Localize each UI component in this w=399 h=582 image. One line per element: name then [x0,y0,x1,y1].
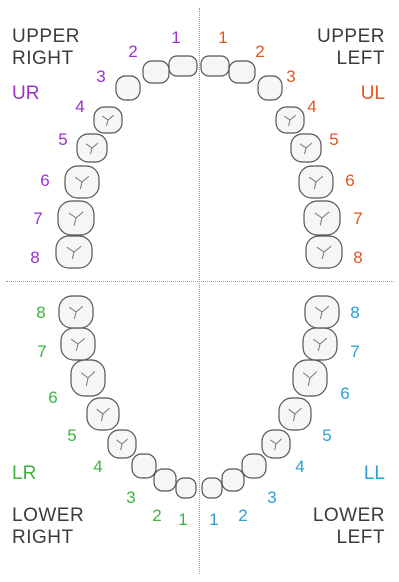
tooth-ul-7 [304,201,340,235]
tooth-lr-7 [61,328,95,360]
tooth-lr-5 [87,398,119,430]
tooth-ur-5 [77,134,107,162]
tooth-ur-4 [94,107,122,133]
tooth-lr-2 [154,469,176,491]
tooth-ll-8 [305,296,339,328]
tooth-ll-7 [303,328,337,360]
tooth-ur-6 [65,166,99,198]
lower-right-title-line2: RIGHT [12,527,84,549]
tooth-number-lr-5: 5 [62,427,82,444]
tooth-number-ll-6: 6 [335,385,355,402]
tooth-ll-4 [262,430,290,458]
upper-right-title: UPPER RIGHT [12,26,80,70]
tooth-number-ur-3: 3 [91,68,111,85]
lower-left-abbr: LL [364,463,385,485]
tooth-lr-4 [108,430,136,458]
lower-right-title: LOWER RIGHT [12,505,84,549]
tooth-number-ul-6: 6 [340,172,360,189]
tooth-number-lr-3: 3 [121,489,141,506]
tooth-number-ul-8: 8 [348,249,368,266]
tooth-lr-6 [71,360,105,396]
tooth-number-ll-7: 7 [345,343,365,360]
tooth-ll-1 [202,478,222,498]
upper-left-title: UPPER LEFT [317,26,385,70]
tooth-number-lr-8: 8 [31,304,51,321]
tooth-number-lr-7: 7 [32,343,52,360]
tooth-ll-6 [293,360,327,396]
tooth-number-ll-8: 8 [345,304,365,321]
tooth-ll-2 [222,469,244,491]
tooth-ul-3 [258,76,282,100]
tooth-ur-2 [143,61,169,83]
tooth-ur-1 [169,56,197,76]
tooth-ul-1 [201,56,229,76]
tooth-ul-5 [291,134,321,162]
lower-right-title-line1: LOWER [12,505,84,527]
tooth-number-ur-8: 8 [25,249,45,266]
tooth-number-ur-2: 2 [123,43,143,60]
tooth-number-ll-3: 3 [262,489,282,506]
upper-right-abbr: UR [12,83,39,105]
lower-left-title-line1: LOWER [313,505,385,527]
tooth-number-ur-1: 1 [166,29,186,46]
lower-left-title: LOWER LEFT [313,505,385,549]
tooth-ur-8 [56,236,92,268]
tooth-ul-4 [276,107,304,133]
tooth-number-ul-3: 3 [281,68,301,85]
tooth-number-ur-7: 7 [28,210,48,227]
upper-right-title-line1: UPPER [12,26,80,48]
tooth-number-lr-2: 2 [147,507,167,524]
tooth-number-ur-4: 4 [70,98,90,115]
tooth-lr-3 [132,454,156,478]
upper-right-title-line2: RIGHT [12,48,80,70]
tooth-number-ul-2: 2 [250,43,270,60]
tooth-number-ur-5: 5 [53,131,73,148]
tooth-number-ul-4: 4 [302,98,322,115]
lower-right-abbr: LR [12,463,36,485]
tooth-number-ul-5: 5 [324,131,344,148]
tooth-lr-8 [59,296,93,328]
tooth-number-ll-4: 4 [290,458,310,475]
tooth-number-lr-4: 4 [88,458,108,475]
lower-left-title-line2: LEFT [313,527,385,549]
upper-left-abbr: UL [361,83,385,105]
tooth-ll-5 [279,398,311,430]
tooth-ul-2 [229,61,255,83]
tooth-ur-7 [58,201,94,235]
upper-left-title-line2: LEFT [317,48,385,70]
tooth-number-ul-7: 7 [348,210,368,227]
tooth-number-ll-2: 2 [233,507,253,524]
tooth-ll-3 [242,454,266,478]
tooth-number-ll-1: 1 [204,511,224,528]
tooth-ul-6 [299,166,333,198]
tooth-ur-3 [116,76,140,100]
tooth-number-lr-6: 6 [43,389,63,406]
tooth-lr-1 [176,478,196,498]
tooth-number-ul-1: 1 [213,29,233,46]
tooth-number-lr-1: 1 [173,511,193,528]
tooth-number-ur-6: 6 [35,172,55,189]
upper-left-title-line1: UPPER [317,26,385,48]
tooth-ul-8 [306,236,342,268]
tooth-number-ll-5: 5 [317,427,337,444]
